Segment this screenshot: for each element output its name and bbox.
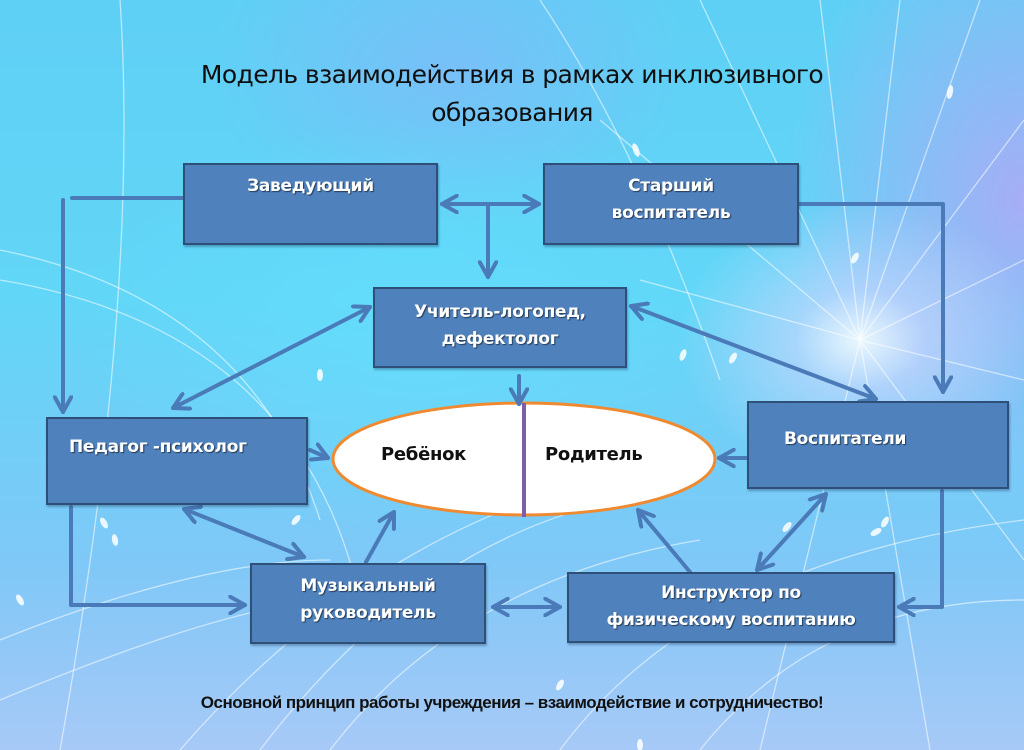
page-title: Модель взаимодействия в рамках инклюзивн…	[100, 56, 924, 132]
node-senior-teacher-label-1: Старший	[628, 176, 714, 196]
motto-text: Основной принцип работы учреждения – вза…	[200, 693, 824, 712]
node-senior-teacher[interactable]: Старший воспитатель	[543, 163, 799, 245]
center-parent-label: Родитель	[545, 444, 643, 465]
title-line-1: Модель взаимодействия в рамках инклюзивн…	[200, 60, 824, 89]
node-speech-therapist[interactable]: Учитель-логопед, дефектолог	[373, 287, 627, 368]
node-music-director[interactable]: Музыкальный руководитель	[250, 563, 486, 644]
node-psychologist[interactable]: Педагог -психолог	[46, 417, 308, 505]
node-pe-instructor-label-1: Инструктор по	[661, 583, 801, 603]
center-child-label: Ребёнок	[381, 444, 467, 465]
node-pe-instructor[interactable]: Инструктор по физическому воспитанию	[567, 572, 895, 643]
node-senior-teacher-label-2: воспитатель	[611, 203, 731, 223]
node-speech-therapist-label-1: Учитель-логопед,	[414, 302, 586, 322]
node-head-label: Заведующий	[247, 176, 374, 196]
node-teachers[interactable]: Воспитатели	[747, 401, 1009, 489]
node-pe-instructor-label-2: физическому воспитанию	[606, 610, 856, 630]
node-teachers-label: Воспитатели	[784, 429, 907, 449]
node-music-director-label-2: руководитель	[300, 603, 436, 623]
node-head[interactable]: Заведующий	[183, 163, 438, 245]
node-music-director-label-1: Музыкальный	[300, 576, 436, 596]
title-line-2: образования	[431, 98, 593, 127]
node-psychologist-label: Педагог -психолог	[69, 437, 247, 457]
node-speech-therapist-label-2: дефектолог	[441, 329, 559, 349]
